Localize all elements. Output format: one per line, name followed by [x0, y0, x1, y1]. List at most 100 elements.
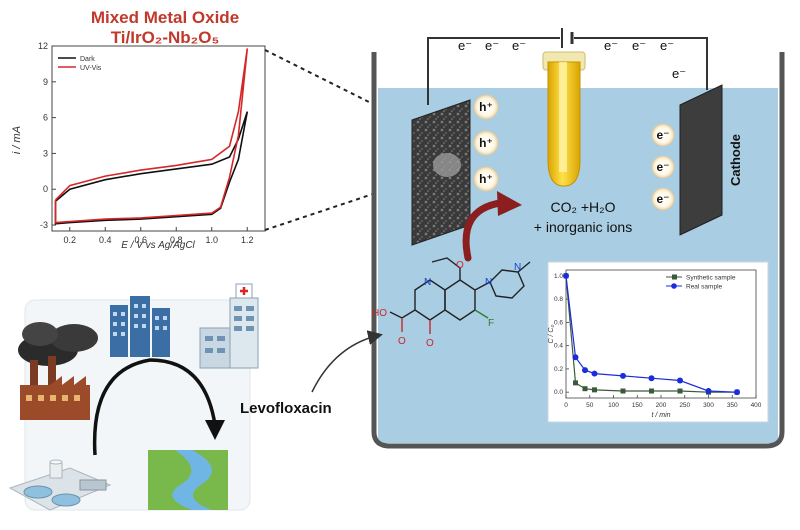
kin-xlabel: t / min [651, 412, 670, 419]
title-line1: Mixed Metal Oxide [90, 8, 240, 27]
cv-ytick-label-5: 12 [38, 41, 48, 51]
kin-legend-marker-1 [671, 283, 677, 289]
cathode-electron-1: e⁻ [651, 123, 675, 147]
kin-ytick-label-5: 1.0 [554, 273, 563, 280]
cv-ylabel: i / mA [11, 126, 23, 154]
kin-legend-label-1: Real sample [686, 284, 723, 291]
kin-point-0-2 [582, 386, 588, 392]
levofloxacin-arrow [311, 330, 383, 393]
cathode-electron-2-label: e⁻ [656, 160, 669, 174]
electron-top-2: e⁻ [485, 38, 499, 53]
hole-1-label: h⁺ [479, 100, 493, 114]
cathode-plate [679, 84, 723, 236]
cv-xtick-label-0: 0.2 [63, 235, 76, 245]
electron-top-4: e⁻ [604, 38, 618, 53]
title-line2: Ti/IrO₂-Nb₂O₅ [110, 28, 220, 47]
kin-ylabel: C / C₀ [548, 325, 555, 344]
kin-xtick-label-4: 200 [656, 402, 667, 409]
kin-ytick-label-3: 0.6 [554, 319, 563, 326]
cv-ytick-label-4: 9 [43, 77, 48, 87]
kin-ytick-label-1: 0.2 [554, 366, 563, 373]
cv-series-dark [54, 111, 249, 225]
cv-xtick-label-5: 1.2 [241, 235, 254, 245]
kin-ytick-label-0: 0.0 [554, 389, 563, 396]
cv-series-uv-vis [54, 48, 249, 224]
kin-point-1-5 [648, 375, 655, 382]
kin-point-1-8 [734, 389, 740, 396]
kin-point-0-6 [677, 388, 683, 394]
kin-ytick-label-4: 0.8 [554, 296, 563, 303]
levofloxacin-structure [389, 257, 531, 334]
kin-point-0-4 [620, 388, 626, 394]
electron-top-6: e⁻ [660, 38, 674, 53]
beaker [371, 52, 785, 449]
kin-xtick-label-8: 400 [751, 402, 762, 409]
cathode-electron-1-label: e⁻ [656, 128, 669, 142]
cathode-electron-3: e⁻ [651, 187, 675, 211]
kin-point-1-4 [620, 372, 626, 379]
kin-point-1-1 [572, 354, 579, 361]
cv-xtick-label-2: 0.6 [134, 235, 147, 245]
kin-xtick-label-5: 250 [679, 402, 690, 409]
compound-label: Levofloxacin [240, 400, 332, 417]
hole-2-label: h⁺ [479, 136, 493, 150]
kinetics-plot: 0 50 100 150 200 250 300 350 400 0.0 0.2 0.4 0.6 0.8 1… [547, 261, 769, 423]
kin-xtick-label-0: 0 [564, 402, 568, 409]
wire-left [427, 37, 560, 105]
degradation-arrow [462, 199, 504, 262]
cv-legend-label-0: Dark [80, 56, 95, 63]
kin-point-1-7 [705, 388, 712, 395]
atom-f: F [488, 318, 494, 329]
electron-wire: e⁻ [672, 66, 686, 81]
hospital-icon [199, 283, 259, 369]
cycle-arrow [92, 358, 217, 456]
treatment-plant-icon [8, 459, 112, 511]
kin-legend-label-0: Synthetic sample [686, 275, 736, 282]
kin-point-1-6 [677, 377, 683, 384]
atom-o-ether: O [456, 260, 464, 271]
cv-ytick-label-1: 0 [43, 184, 48, 194]
kin-ytick-label-2: 0.4 [554, 343, 563, 350]
atom-ketone-o: O [426, 338, 434, 349]
hole-3: h⁺ [473, 166, 499, 192]
kin-point-1-3 [591, 370, 598, 377]
water-cycle-scene [8, 283, 259, 511]
cv-legend-label-1: UV-Vis [80, 65, 102, 72]
cv-ytick-label-0: -3 [40, 220, 48, 230]
hole-2: h⁺ [473, 130, 499, 156]
cv-ytick-label-2: 3 [43, 148, 48, 158]
atom-n-pip2: N [514, 262, 521, 273]
kin-xtick-label-6: 300 [703, 402, 714, 409]
kin-point-0-3 [592, 387, 597, 393]
atom-n-pip1: N [485, 277, 492, 288]
kin-xtick-label-3: 150 [632, 402, 643, 409]
products-line2: + inorganic ions [534, 219, 632, 235]
kin-point-1-0 [563, 272, 569, 279]
kin-xtick-label-2: 100 [608, 402, 619, 409]
hole-3-label: h⁺ [479, 172, 493, 186]
cathode-label: Cathode [728, 134, 743, 186]
cv-xtick-label-3: 0.8 [170, 235, 183, 245]
cv-plot-frame [51, 45, 266, 232]
city-icon [110, 296, 170, 357]
kin-xtick-label-7: 350 [727, 402, 738, 409]
electron-top-3: e⁻ [512, 38, 526, 53]
hole-1: h⁺ [473, 94, 499, 120]
kin-point-0-5 [649, 388, 654, 394]
river-icon [148, 450, 228, 510]
electron-top-1: e⁻ [458, 38, 472, 53]
atom-n1: N [424, 277, 431, 288]
wire-right [574, 37, 708, 90]
kin-xtick-label-1: 50 [586, 402, 594, 409]
kin-point-0-1 [573, 380, 578, 386]
products-line1: CO₂ +H₂O [551, 199, 616, 215]
atom-acid-o: O [398, 336, 406, 347]
kin-legend-marker-0 [672, 274, 677, 280]
electron-top-5: e⁻ [632, 38, 646, 53]
cv-ytick-label-3: 6 [43, 113, 48, 123]
factory-icon [18, 322, 98, 420]
cv-xlabel: E / V vs Ag/AgCl [121, 240, 195, 251]
kinetics-card [547, 261, 769, 423]
